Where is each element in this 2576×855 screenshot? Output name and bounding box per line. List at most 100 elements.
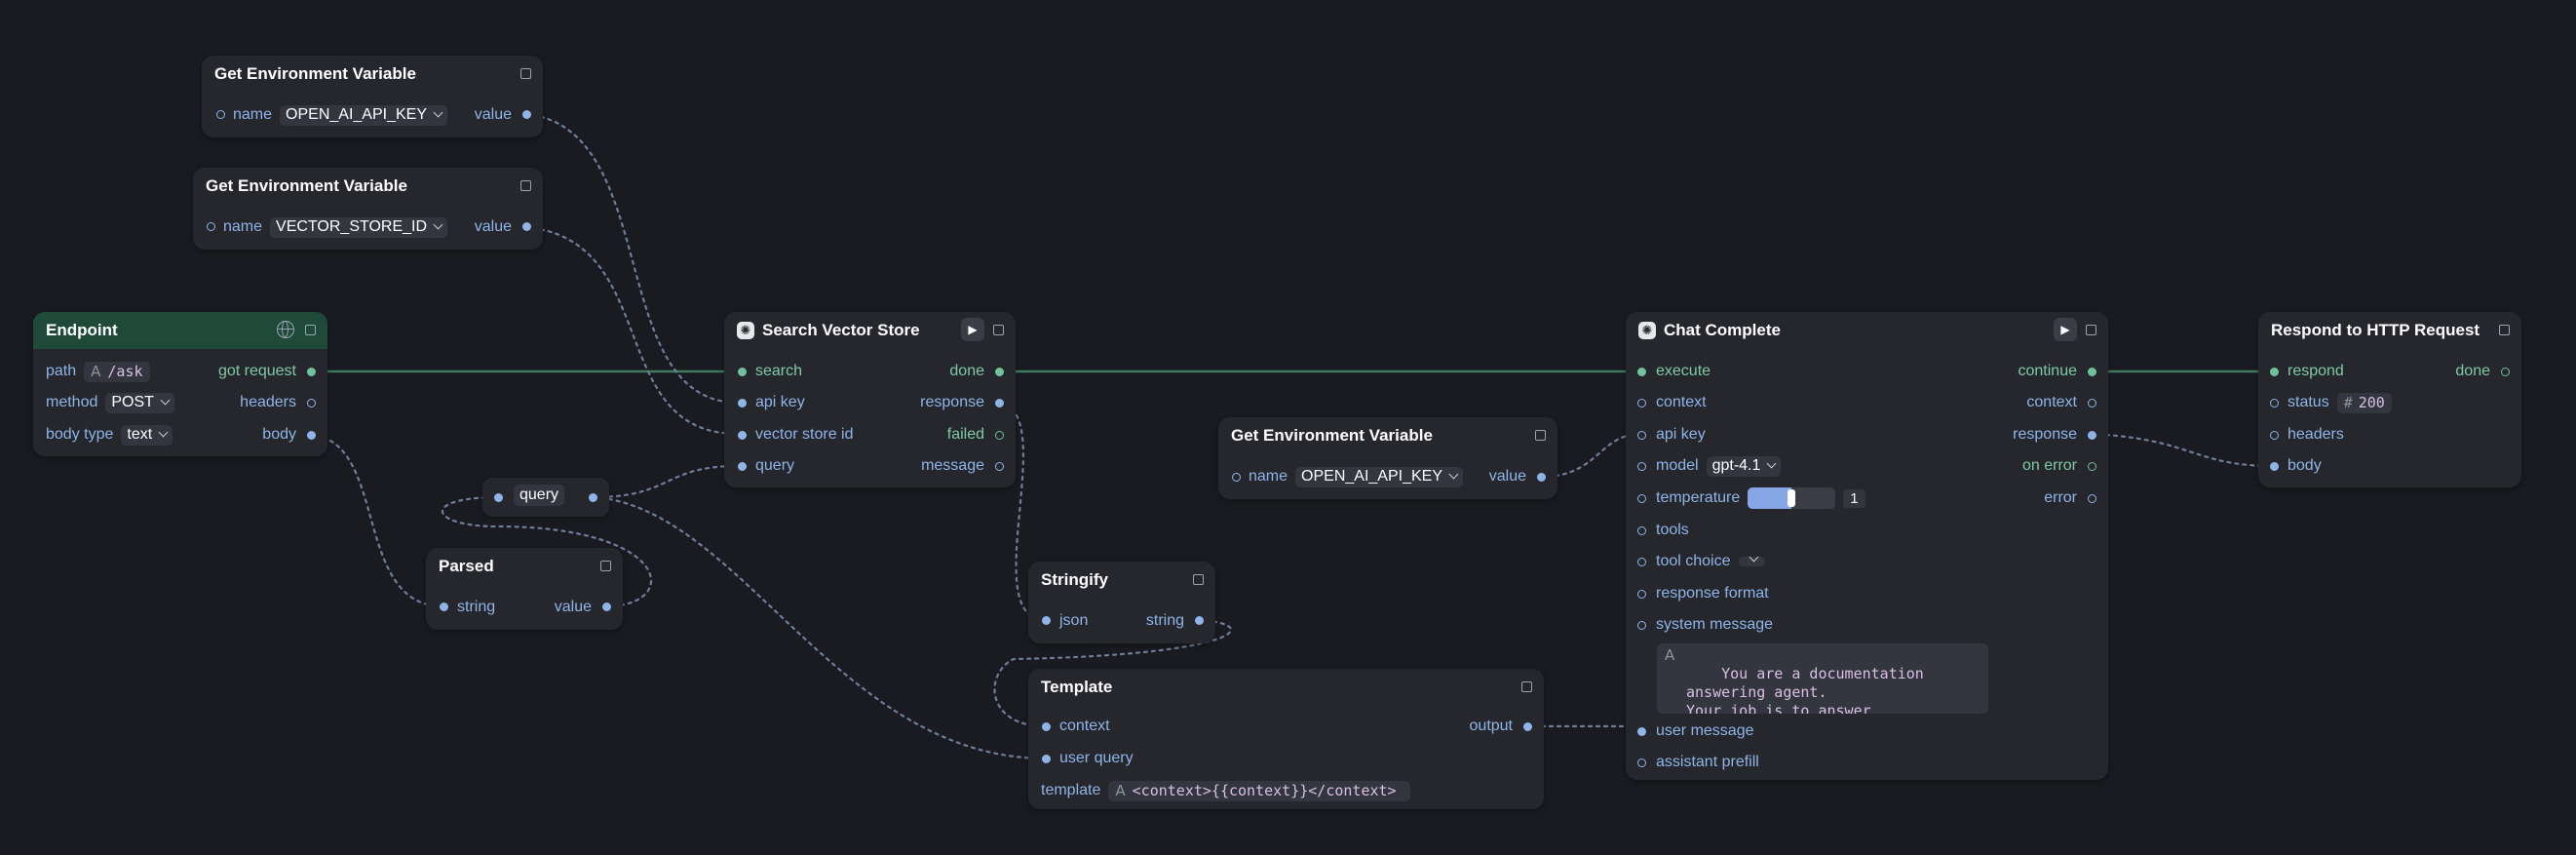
- name-select[interactable]: OPEN_AI_API_KEY: [280, 104, 447, 126]
- name-select[interactable]: OPEN_AI_API_KEY: [1295, 466, 1463, 487]
- query-input-port[interactable]: [494, 493, 503, 502]
- square-icon[interactable]: [2086, 325, 2096, 335]
- square-icon[interactable]: [305, 325, 316, 335]
- query-label-box[interactable]: query: [514, 485, 565, 506]
- env-var-node-1[interactable]: Get Environment Variable name OPEN_AI_AP…: [202, 56, 543, 137]
- message-output-port[interactable]: [995, 462, 1004, 471]
- globe-icon[interactable]: [277, 321, 294, 338]
- context-label: context: [1059, 718, 1110, 734]
- execute-input-port[interactable]: [1637, 368, 1646, 376]
- method-select[interactable]: POST: [105, 392, 174, 413]
- endpoint-node[interactable]: Endpoint path A/ask method POST body typ…: [33, 312, 327, 456]
- temperature-value[interactable]: 1: [1843, 488, 1865, 508]
- system-message-input-port[interactable]: [1637, 621, 1646, 630]
- temperature-slider-thumb[interactable]: [1788, 489, 1796, 507]
- model-input-port[interactable]: [1637, 462, 1646, 471]
- response-format-input-port[interactable]: [1637, 590, 1646, 599]
- assistant-prefill-input-port[interactable]: [1637, 758, 1646, 767]
- square-icon[interactable]: [520, 68, 531, 79]
- search-vector-store-node[interactable]: ✺ Search Vector Store ▶ search api key v…: [724, 312, 1016, 487]
- node-header[interactable]: ✺ Search Vector Store ▶: [724, 312, 1016, 349]
- template-node[interactable]: Template context user query template A<c…: [1028, 669, 1544, 809]
- node-header[interactable]: Get Environment Variable: [193, 168, 543, 205]
- query-reroute-node[interactable]: query: [482, 478, 609, 517]
- continue-output-port[interactable]: [2088, 368, 2096, 376]
- tools-input-port[interactable]: [1637, 526, 1646, 535]
- status-value: 200: [2358, 393, 2385, 411]
- status-input[interactable]: #200: [2336, 392, 2392, 413]
- temperature-slider[interactable]: [1748, 487, 1836, 509]
- square-icon[interactable]: [1521, 681, 1532, 692]
- query-input-port[interactable]: [738, 462, 747, 471]
- node-header[interactable]: Stringify: [1028, 562, 1215, 599]
- string-output-port[interactable]: [1195, 616, 1204, 625]
- error-output-port[interactable]: [2088, 494, 2096, 503]
- respond-http-node[interactable]: Respond to HTTP Request respond status #…: [2258, 312, 2521, 487]
- node-header[interactable]: Get Environment Variable: [1218, 417, 1557, 454]
- name-input-port[interactable]: [216, 110, 225, 119]
- square-icon[interactable]: [520, 180, 531, 191]
- node-header[interactable]: ✺ Chat Complete ▶: [1626, 312, 2108, 349]
- path-input[interactable]: A/ask: [84, 361, 150, 382]
- node-header[interactable]: Get Environment Variable: [202, 56, 543, 93]
- chat-complete-node[interactable]: ✺ Chat Complete ▶ execute context api ke…: [1626, 312, 2108, 780]
- model-select[interactable]: gpt-4.1: [1706, 455, 1782, 477]
- wire-env1-apikey: [523, 112, 740, 405]
- square-icon[interactable]: [1535, 430, 1546, 441]
- temperature-input-port[interactable]: [1637, 494, 1646, 503]
- value-output-port[interactable]: [522, 222, 531, 231]
- response-output-port[interactable]: [995, 399, 1004, 408]
- on-error-output-port[interactable]: [2088, 462, 2096, 471]
- user-message-input-port[interactable]: [1637, 727, 1646, 736]
- headers-input-port[interactable]: [2270, 431, 2279, 440]
- node-header[interactable]: Parsed: [426, 548, 623, 585]
- body-input-port[interactable]: [2270, 462, 2279, 471]
- api-key-input-port[interactable]: [738, 399, 747, 408]
- respond-input-port[interactable]: [2270, 368, 2279, 376]
- name-select[interactable]: VECTOR_STORE_ID: [270, 216, 448, 238]
- square-icon[interactable]: [1193, 574, 1204, 585]
- body-type-select[interactable]: text: [121, 424, 173, 446]
- square-icon[interactable]: [993, 325, 1004, 335]
- parsed-node[interactable]: Parsed string value: [426, 548, 623, 630]
- square-icon[interactable]: [600, 561, 611, 571]
- stringify-node[interactable]: Stringify json string: [1028, 562, 1215, 643]
- status-input-port[interactable]: [2270, 399, 2279, 408]
- context-input-port[interactable]: [1637, 399, 1646, 408]
- context-output-port[interactable]: [2088, 399, 2096, 408]
- square-icon[interactable]: [2499, 325, 2510, 335]
- api-key-input-port[interactable]: [1637, 431, 1646, 440]
- name-input-port[interactable]: [207, 222, 215, 231]
- headers-output-port[interactable]: [307, 399, 316, 408]
- query-output-port[interactable]: [589, 493, 597, 502]
- play-icon[interactable]: ▶: [2054, 318, 2077, 341]
- value-output-port[interactable]: [602, 602, 611, 611]
- failed-output-port[interactable]: [995, 431, 1004, 440]
- search-input-port[interactable]: [738, 368, 747, 376]
- done-output-port[interactable]: [995, 368, 1004, 376]
- vector-store-id-input-port[interactable]: [738, 431, 747, 440]
- context-input-port[interactable]: [1042, 722, 1051, 731]
- done-output-port[interactable]: [2501, 368, 2510, 376]
- user-query-input-port[interactable]: [1042, 755, 1051, 763]
- output-output-port[interactable]: [1523, 722, 1532, 731]
- node-header[interactable]: Respond to HTTP Request: [2258, 312, 2521, 349]
- string-input-port[interactable]: [440, 602, 448, 611]
- play-icon[interactable]: ▶: [961, 318, 984, 341]
- tool-choice-select[interactable]: [1738, 552, 1765, 566]
- name-input-port[interactable]: [1232, 473, 1241, 482]
- body-output-port[interactable]: [307, 431, 316, 440]
- tool-choice-input-port[interactable]: [1637, 558, 1646, 566]
- env-var-node-2[interactable]: Get Environment Variable name VECTOR_STO…: [193, 168, 543, 250]
- json-input-port[interactable]: [1042, 616, 1051, 625]
- env-var-node-3[interactable]: Get Environment Variable name OPEN_AI_AP…: [1218, 417, 1557, 499]
- response-output-port[interactable]: [2088, 431, 2096, 440]
- value-output-port[interactable]: [1537, 473, 1546, 482]
- got-request-output-port[interactable]: [307, 368, 316, 376]
- node-header[interactable]: Template: [1028, 669, 1544, 706]
- value-output-port[interactable]: [522, 110, 531, 119]
- template-input[interactable]: A<context>{{context}}</context>: [1108, 780, 1410, 801]
- node-header[interactable]: Endpoint: [33, 312, 327, 349]
